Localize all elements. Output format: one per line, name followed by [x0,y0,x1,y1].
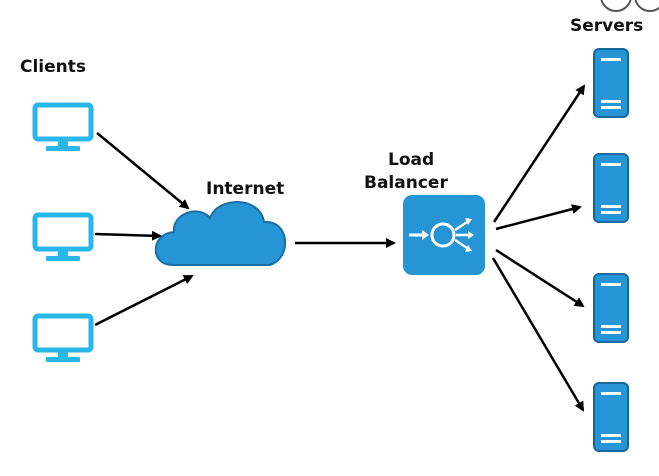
arrow-balancer-to-server4 [491,257,585,412]
connection-arrows [94,84,586,412]
server-icon [593,153,629,223]
servers-label: Servers [570,16,643,36]
corner-circles-decoration [600,0,659,12]
arrow-balancer-to-server1 [492,84,586,223]
internet-label: Internet [206,179,284,199]
arrow-balancer-to-server3 [495,248,585,308]
arrow-client1-to-internet [96,132,190,210]
internet-cloud-icon [154,201,286,266]
load-balancer-icon [403,195,485,275]
clients-label: Clients [20,57,86,77]
server-icon [593,273,629,343]
arrow-client2-to-internet [94,230,162,241]
arrow-balancer-to-server2 [495,204,582,231]
client-monitor-icon [32,102,94,151]
load-balancer-label-line2: Balancer [364,173,448,193]
client-monitor-icon [32,313,94,362]
server-icon [593,382,629,452]
arrow-client3-to-internet [94,274,194,327]
server-icon [593,48,629,118]
client-monitor-icon [32,212,94,261]
load-balancer-label-line1: Load [388,150,434,170]
